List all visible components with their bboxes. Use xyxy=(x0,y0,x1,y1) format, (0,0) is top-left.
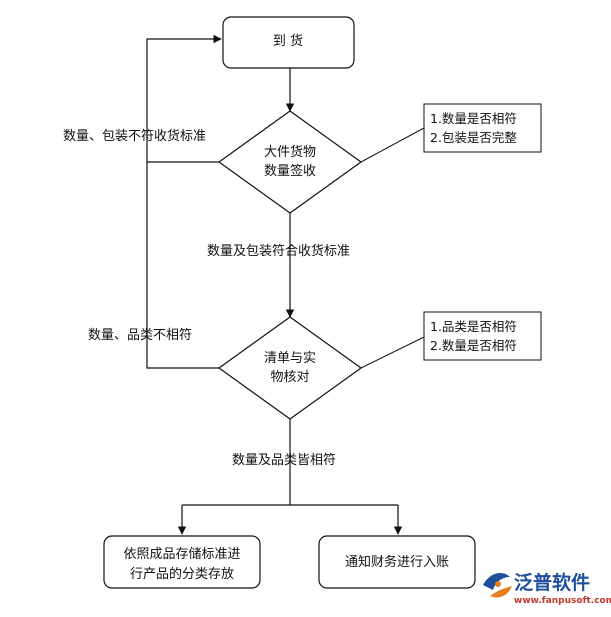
check-note-2: 2.数量是否相符 xyxy=(430,338,517,353)
arrival-label: 到 货 xyxy=(273,33,303,49)
check-label-line1: 清单与实 xyxy=(264,351,316,366)
storage-label-line1: 依照成品存储标准进 xyxy=(123,547,240,562)
sign-note-2: 2.包装是否完整 xyxy=(430,130,517,145)
check-note-connector xyxy=(360,336,425,369)
arrival-node: 到 货 xyxy=(222,16,355,69)
check-decision-node: 清单与实 物核对 xyxy=(217,316,363,420)
sign-note-1: 1.数量是否相符 xyxy=(430,111,517,126)
brand-logo: 泛普软件 www.fanpusoft.com xyxy=(483,571,611,606)
reject-check-label: 数量、品类不相符 xyxy=(88,327,192,343)
logo-url: www.fanpusoft.com xyxy=(514,596,611,606)
edge-check-reject xyxy=(146,162,219,369)
check-note-box: 1.品类是否相符 2.数量是否相符 xyxy=(423,311,542,361)
finance-label: 通知财务进行入账 xyxy=(345,554,449,570)
logo-icon xyxy=(483,573,512,598)
pass-sign-label: 数量及包装符合收货标准 xyxy=(207,243,350,259)
sign-note-connector xyxy=(360,127,425,163)
reject-sign-label: 数量、包装不符收货标准 xyxy=(63,128,206,144)
finance-node: 通知财务进行入账 xyxy=(318,535,476,589)
sign-label-line1: 大件货物 xyxy=(264,144,316,160)
check-label-line2: 物核对 xyxy=(270,370,309,385)
storage-node: 依照成品存储标准进 行产品的分类存放 xyxy=(103,535,261,589)
sign-decision-node: 大件货物 数量签收 xyxy=(217,110,363,214)
storage-label-line2: 行产品的分类存放 xyxy=(130,566,234,582)
logo-name: 泛普软件 xyxy=(514,571,590,594)
sign-label-line2: 数量签收 xyxy=(264,163,316,179)
edge-sign-reject-loop xyxy=(146,34,222,163)
sign-note-box: 1.数量是否相符 2.包装是否完整 xyxy=(423,103,542,153)
check-note-1: 1.品类是否相符 xyxy=(430,319,517,334)
pass-check-label: 数量及品类皆相符 xyxy=(232,452,336,468)
